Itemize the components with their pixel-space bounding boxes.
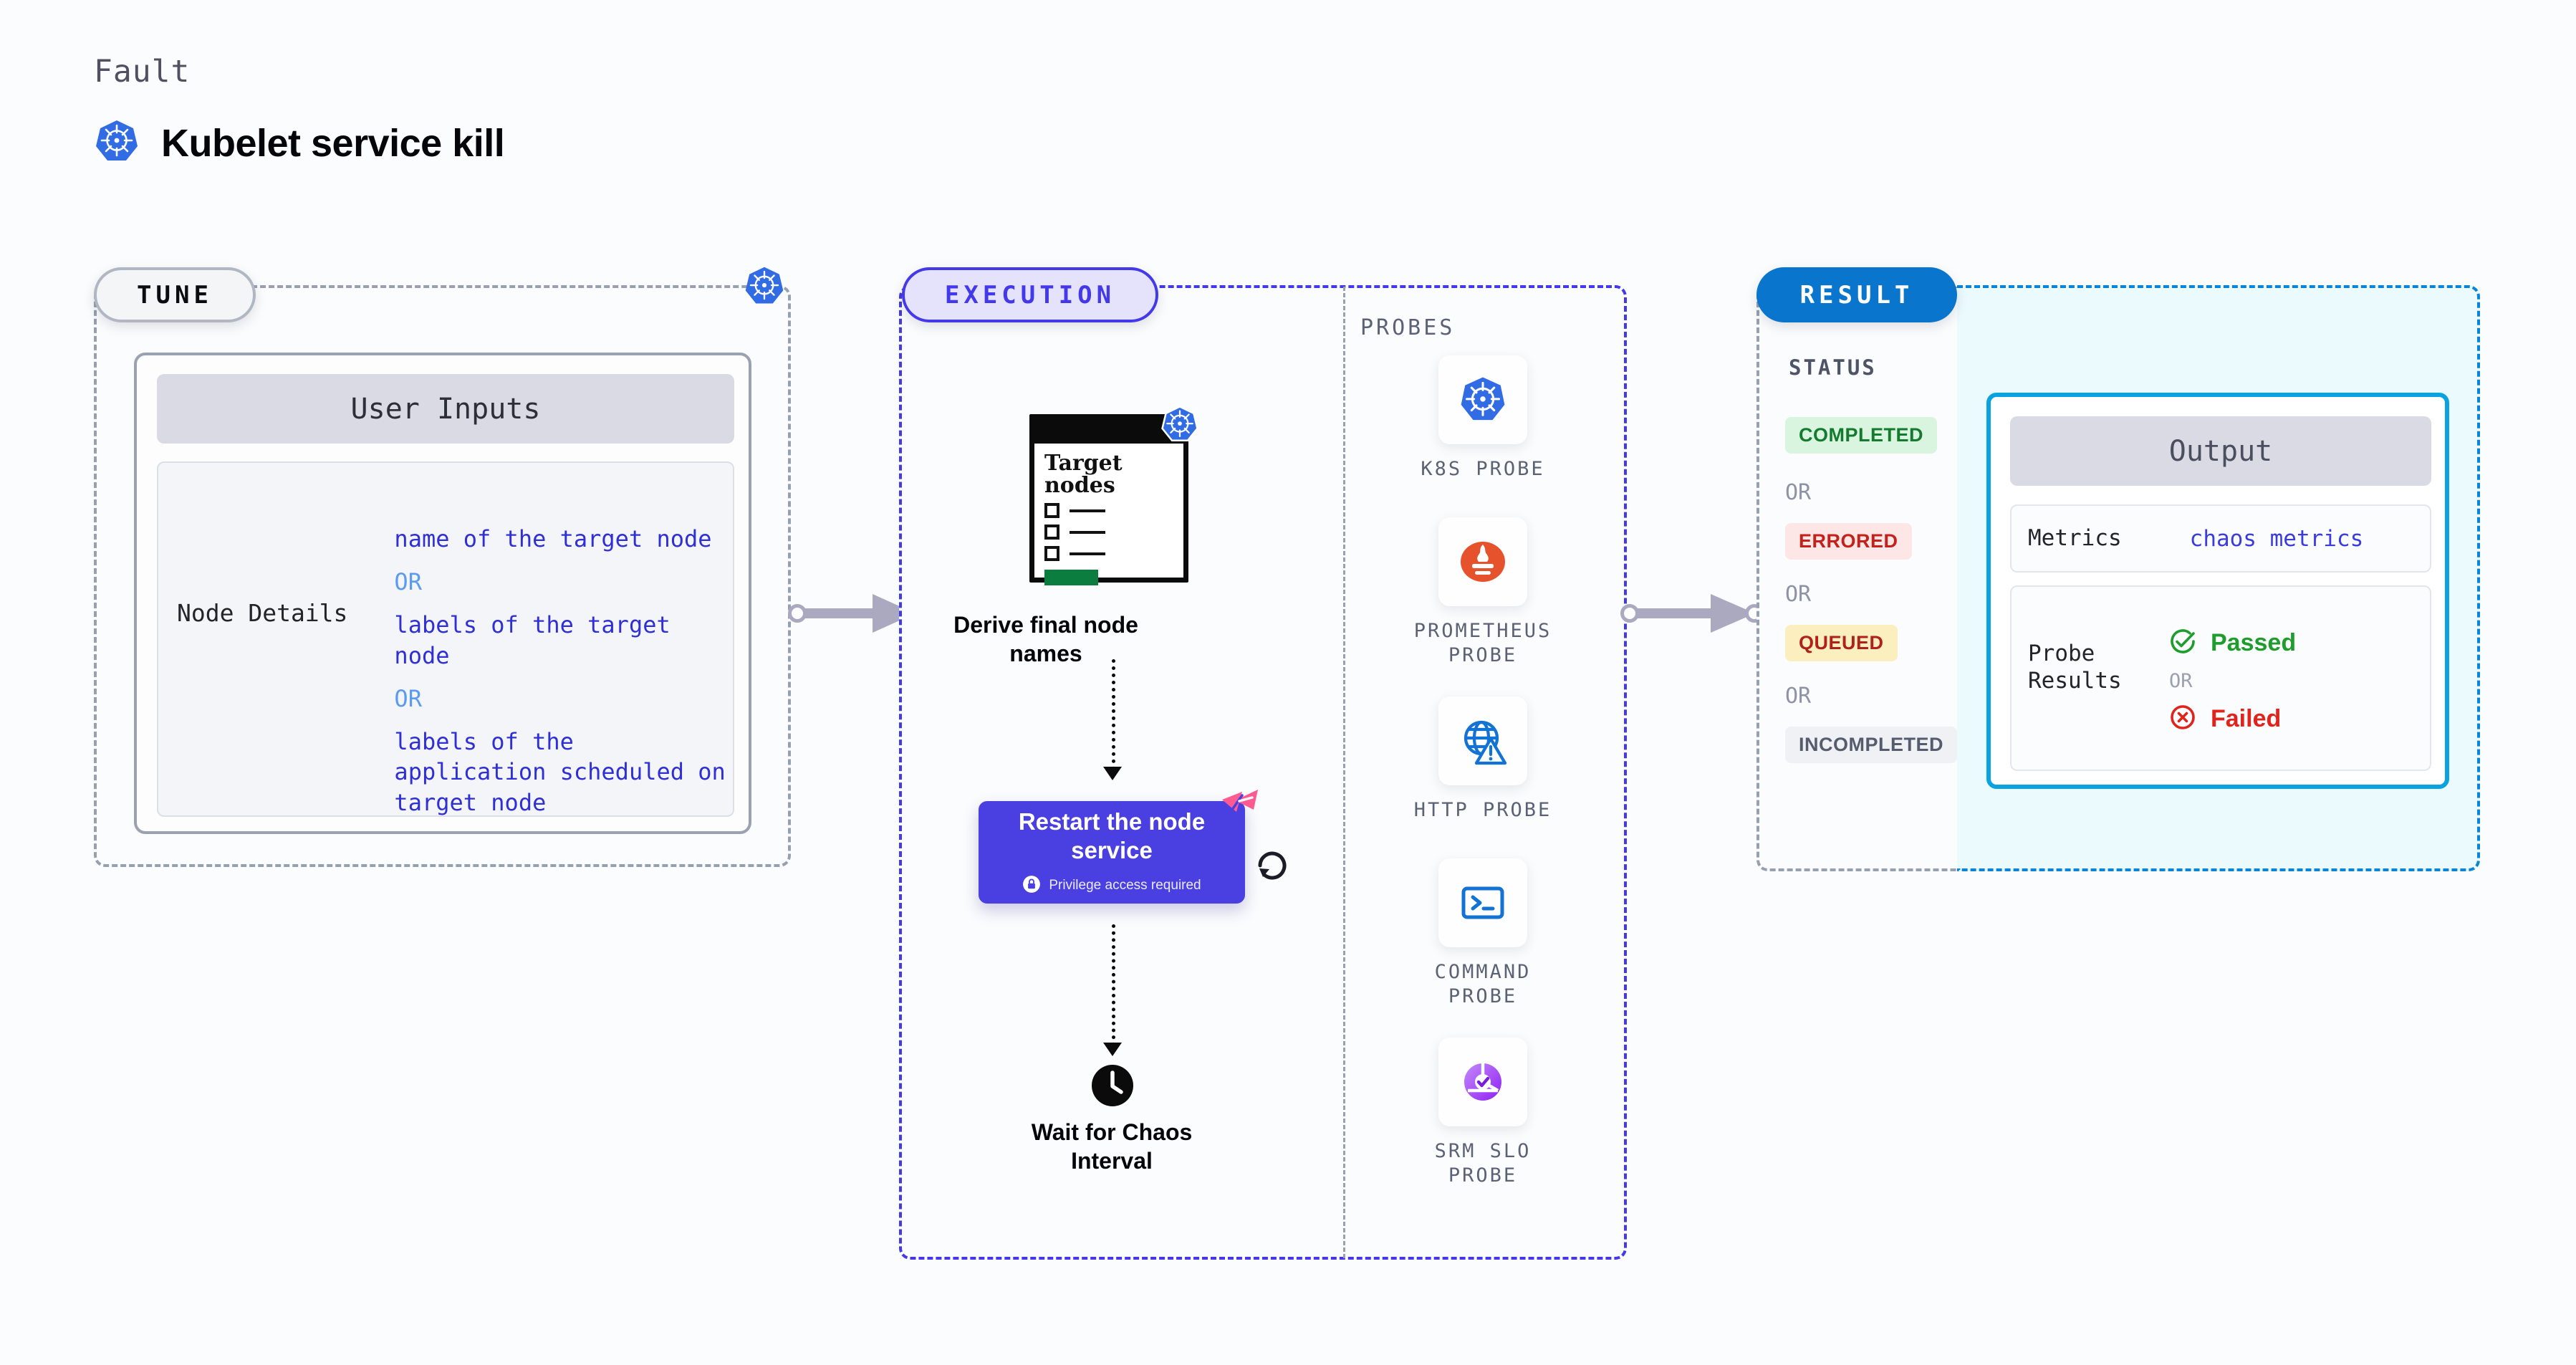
probe-item-prometheus[interactable]: PROMETHEUS PROBE	[1400, 517, 1565, 668]
metrics-key: Metrics	[2028, 525, 2122, 551]
target-node-row	[1034, 503, 1183, 519]
node-details-values: name of the target node OR labels of the…	[347, 463, 733, 819]
checkbox-icon	[1044, 503, 1059, 519]
status-section-label: STATUS	[1789, 355, 1877, 380]
tune-stage-pill[interactable]: TUNE	[94, 267, 256, 322]
kubernetes-icon	[94, 118, 140, 168]
execution-stage-pill[interactable]: EXECUTION	[902, 267, 1158, 322]
probe-label: PROMETHEUS PROBE	[1413, 620, 1552, 666]
flow-connector	[1112, 659, 1115, 770]
page-eyebrow: Fault	[94, 54, 191, 90]
page-title: Kubelet service kill	[161, 121, 505, 165]
probe-passed-label: Passed	[2211, 629, 2297, 656]
target-node-row	[1034, 546, 1183, 562]
flow-connector	[1112, 924, 1115, 1046]
line-placeholder	[1070, 552, 1105, 555]
status-badge-incompleted: INCOMPLETED	[1785, 727, 1958, 763]
output-card: Output Metrics chaos metrics Probe Resul…	[1986, 393, 2449, 789]
node-details-label: Node Details	[177, 599, 348, 627]
x-circle-icon	[2168, 702, 2198, 736]
probes-section-label: PROBES	[1360, 315, 1456, 340]
target-nodes-title: Target nodes	[1044, 451, 1123, 499]
prometheus-icon	[1438, 517, 1527, 606]
clock-icon	[1087, 1060, 1138, 1114]
probe-result-passed: Passed	[2168, 626, 2296, 660]
connector-execution-to-result	[1620, 588, 1764, 638]
page-title-row: Kubelet service kill	[94, 118, 505, 168]
output-header: Output	[2010, 416, 2431, 486]
probe-failed-label: Failed	[2211, 705, 2282, 732]
card-titlebar	[1034, 419, 1183, 444]
probes-divider	[1343, 287, 1345, 1258]
privilege-note: Privilege access required	[1022, 875, 1201, 897]
node-detail-option: labels of the application scheduled on t…	[394, 728, 726, 816]
or-separator: OR	[1785, 684, 1812, 709]
target-node-row	[1034, 525, 1183, 540]
or-separator: OR	[1785, 582, 1812, 607]
node-detail-option: name of the target node	[394, 525, 712, 552]
target-nodes-card: Target nodes	[1029, 414, 1188, 586]
derive-final-node-names-label: Derive final node names	[953, 612, 1138, 666]
connector-dot	[1620, 604, 1639, 623]
flow-arrowhead-icon	[1103, 1043, 1122, 1056]
or-separator: OR	[394, 684, 422, 712]
line-placeholder	[1070, 509, 1105, 512]
checkbox-icon	[1044, 525, 1059, 540]
user-inputs-header: User Inputs	[157, 374, 734, 444]
probe-result-failed: Failed	[2168, 702, 2296, 736]
probe-item-k8s[interactable]: K8S PROBE	[1400, 355, 1565, 482]
probe-results-values: Passed OR Failed	[2168, 626, 2296, 736]
or-separator: OR	[1785, 480, 1812, 505]
or-separator: OR	[2169, 670, 2193, 692]
probe-item-srm-slo[interactable]: SRM SLO PROBE	[1400, 1038, 1565, 1188]
status-badge-errored: ERRORED	[1785, 523, 1912, 560]
checkbox-icon	[1044, 546, 1059, 562]
metrics-row: Metrics chaos metrics	[2010, 504, 2431, 573]
privilege-note-text: Privilege access required	[1049, 878, 1201, 894]
probe-label: K8S PROBE	[1421, 458, 1545, 480]
kubernetes-icon	[744, 265, 785, 310]
user-inputs-card: User Inputs Node Details name of the tar…	[134, 353, 751, 834]
status-badge-queued: QUEUED	[1785, 625, 1898, 661]
probe-item-command[interactable]: COMMAND PROBE	[1400, 858, 1565, 1009]
or-separator: OR	[394, 568, 422, 596]
line-placeholder	[1070, 530, 1105, 534]
kubernetes-icon	[1160, 405, 1199, 447]
probe-results-row: Probe Results Passed OR	[2010, 585, 2431, 771]
srm-slo-donut-icon	[1438, 1038, 1527, 1126]
probe-label: SRM SLO PROBE	[1434, 1140, 1532, 1187]
user-inputs-body: Node Details name of the target node OR …	[157, 461, 734, 817]
progress-bar	[1044, 570, 1098, 586]
probe-results-key: Probe Results	[2028, 641, 2122, 694]
check-circle-icon	[2168, 626, 2198, 660]
restart-node-service-card[interactable]: Restart the node service Privilege acces…	[979, 801, 1245, 904]
result-status-panel	[1756, 285, 1957, 871]
harness-chaos-icon	[1218, 782, 1262, 830]
restart-node-service-title: Restart the node service	[1018, 808, 1206, 863]
loop-refresh-icon	[1254, 846, 1291, 886]
terminal-icon	[1438, 858, 1527, 947]
probe-label: COMMAND PROBE	[1434, 961, 1532, 1007]
kubernetes-icon	[1438, 355, 1527, 444]
globe-warning-icon	[1438, 696, 1527, 785]
result-stage-pill[interactable]: RESULT	[1756, 267, 1957, 322]
probe-item-http[interactable]: HTTP PROBE	[1400, 696, 1565, 823]
metrics-value[interactable]: chaos metrics	[2189, 525, 2364, 552]
probe-label: HTTP PROBE	[1413, 799, 1552, 821]
lock-icon	[1022, 875, 1041, 897]
status-badge-completed: COMPLETED	[1785, 417, 1938, 454]
flow-arrowhead-icon	[1103, 767, 1122, 780]
connector-dot	[788, 604, 807, 623]
node-detail-option: labels of the target node	[394, 611, 671, 669]
wait-for-chaos-interval-label: Wait for Chaos Interval	[1031, 1119, 1193, 1174]
